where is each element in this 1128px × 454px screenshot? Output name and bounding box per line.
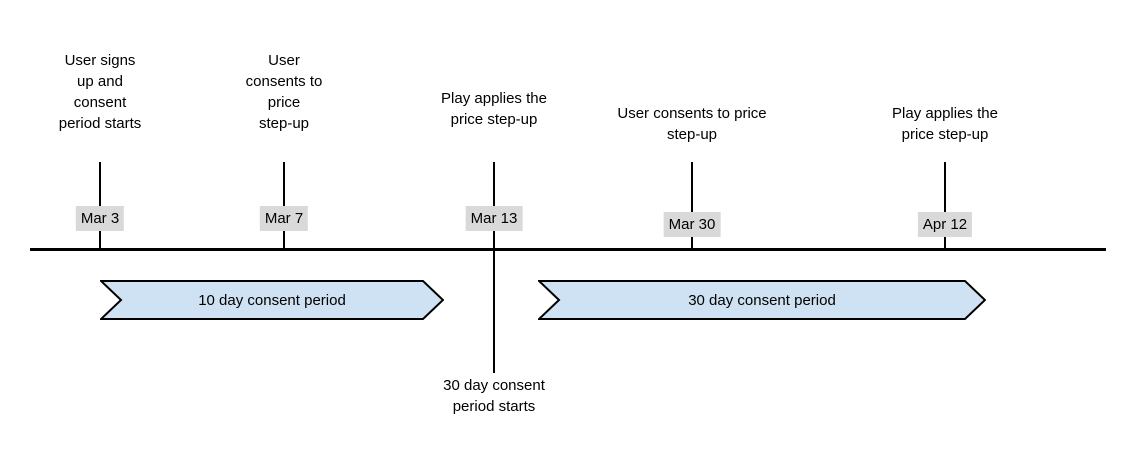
period-banner-30day: 30 day consent period xyxy=(538,280,986,320)
timeline-axis xyxy=(30,248,1106,251)
event-date-badge-apr12: Apr 12 xyxy=(917,212,973,237)
event-date-badge-mar13: Mar 13 xyxy=(465,206,523,231)
step-arrow-shape xyxy=(100,280,444,320)
period-banner-30day-label: 30 day consent period xyxy=(688,291,836,309)
event-caption-second-apply: Play applies the price step-up xyxy=(892,105,998,143)
step-arrow-polygon xyxy=(100,280,444,320)
event-caption-second-consent: User consents to price step-up xyxy=(617,105,767,143)
step-arrow-shape xyxy=(538,280,986,320)
period-banner-10day-label: 10 day consent period xyxy=(198,291,346,309)
event-tick-mar30 xyxy=(691,162,693,250)
event-date-badge-mar3: Mar 3 xyxy=(75,206,125,231)
below-axis-note: 30 day consent period starts xyxy=(443,377,545,415)
step-arrow-polygon xyxy=(538,280,986,320)
event-date-badge-mar30: Mar 30 xyxy=(663,212,721,237)
period-banner-10day: 10 day consent period xyxy=(100,280,444,320)
event-caption-first-apply: Play applies the price step-up xyxy=(441,90,547,128)
event-tick-mar13 xyxy=(493,162,495,373)
event-caption-first-consent: User consents to price step-up xyxy=(245,52,323,132)
event-date-badge-mar7: Mar 7 xyxy=(259,206,309,231)
event-caption-signup: User signs up and consent period starts xyxy=(58,52,142,132)
event-tick-apr12 xyxy=(944,162,946,250)
